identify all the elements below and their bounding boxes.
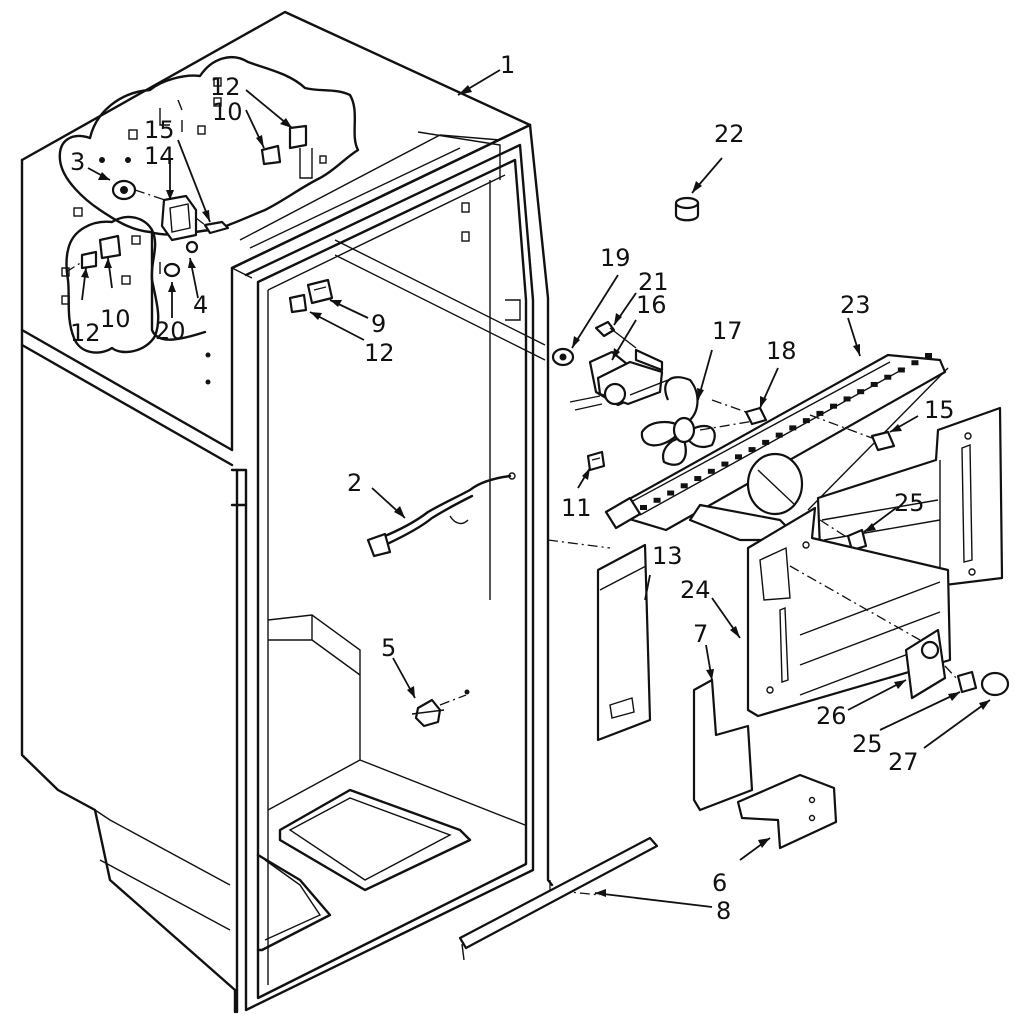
label-26: 26 <box>816 702 847 730</box>
part-13-duct <box>596 543 652 742</box>
part-8-strip <box>458 836 659 961</box>
grille-slot <box>775 432 783 438</box>
label-6: 6 <box>712 869 727 897</box>
grille-slot <box>707 468 715 474</box>
label-1: 1 <box>500 51 515 79</box>
label-25-upper: 25 <box>894 489 925 517</box>
label-23: 23 <box>840 291 871 319</box>
grille-slot <box>857 389 865 395</box>
label-25-lower: 25 <box>852 730 883 758</box>
part-25-screw-lower <box>944 665 978 694</box>
part-19-nut <box>551 347 575 367</box>
part-5-fastener <box>411 689 470 728</box>
part-clips-callout <box>61 77 327 305</box>
part-25-screw-upper <box>819 519 868 552</box>
label-22: 22 <box>714 120 745 148</box>
grille-slot <box>884 374 892 380</box>
part-17-fan-blade <box>640 376 761 466</box>
label-15-top: 15 <box>144 116 175 144</box>
grille-slot <box>653 497 661 503</box>
label-16: 16 <box>636 291 667 319</box>
grille-slot <box>802 418 810 424</box>
grille-slot <box>762 439 770 445</box>
label-14: 14 <box>144 142 175 170</box>
label-17: 17 <box>712 317 743 345</box>
label-13: 13 <box>652 542 683 570</box>
grille-slot <box>925 353 932 358</box>
grille-slot <box>735 454 742 460</box>
label-15-right: 15 <box>924 396 955 424</box>
label-12-top: 12 <box>210 73 241 101</box>
grille-slot <box>680 483 688 489</box>
label-20: 20 <box>155 317 186 345</box>
label-4: 4 <box>193 291 208 319</box>
part-21-screw <box>594 320 637 349</box>
part-27-cap <box>980 671 1010 697</box>
part-26-plate <box>789 565 947 700</box>
detail-callout-top <box>58 56 360 236</box>
label-9: 9 <box>371 310 386 338</box>
label-12-left: 12 <box>70 319 101 347</box>
part-2-wire-harness <box>366 472 516 558</box>
refrigerator-cabinet <box>20 10 611 1014</box>
grille-slot <box>667 490 675 496</box>
part-9-clip <box>288 278 334 314</box>
label-18: 18 <box>766 337 797 365</box>
part-6-bracket <box>736 773 838 850</box>
grille-slot <box>748 447 756 453</box>
part-18-screw <box>711 399 768 426</box>
label-10-top: 10 <box>212 98 243 126</box>
label-27: 27 <box>888 748 919 776</box>
grille-slot <box>721 461 729 467</box>
grille-slot <box>870 381 878 387</box>
label-8: 8 <box>716 897 731 925</box>
label-10-left: 10 <box>100 305 131 333</box>
label-11: 11 <box>561 494 592 522</box>
label-7: 7 <box>693 620 708 648</box>
grille-slot <box>694 476 702 482</box>
leader-arrows <box>81 69 991 908</box>
part-7-baffle <box>692 678 754 812</box>
label-21: 21 <box>638 268 669 296</box>
label-5: 5 <box>381 634 396 662</box>
part-15-screw <box>809 414 896 452</box>
label-12-frame: 12 <box>364 339 395 367</box>
part-22-cap <box>674 196 700 222</box>
grille-slot <box>640 505 647 510</box>
label-19: 19 <box>600 244 631 272</box>
grille-slot <box>897 367 905 373</box>
grille-slot <box>816 410 824 416</box>
part-16-fan-motor <box>569 348 669 411</box>
grille-slot <box>843 396 851 402</box>
label-2: 2 <box>347 469 362 497</box>
label-3: 3 <box>70 148 85 176</box>
grille-slot <box>911 360 919 366</box>
part-11-clip <box>586 450 606 472</box>
grille-slot <box>830 403 837 409</box>
grille-slot <box>789 425 797 431</box>
label-24: 24 <box>680 576 711 604</box>
